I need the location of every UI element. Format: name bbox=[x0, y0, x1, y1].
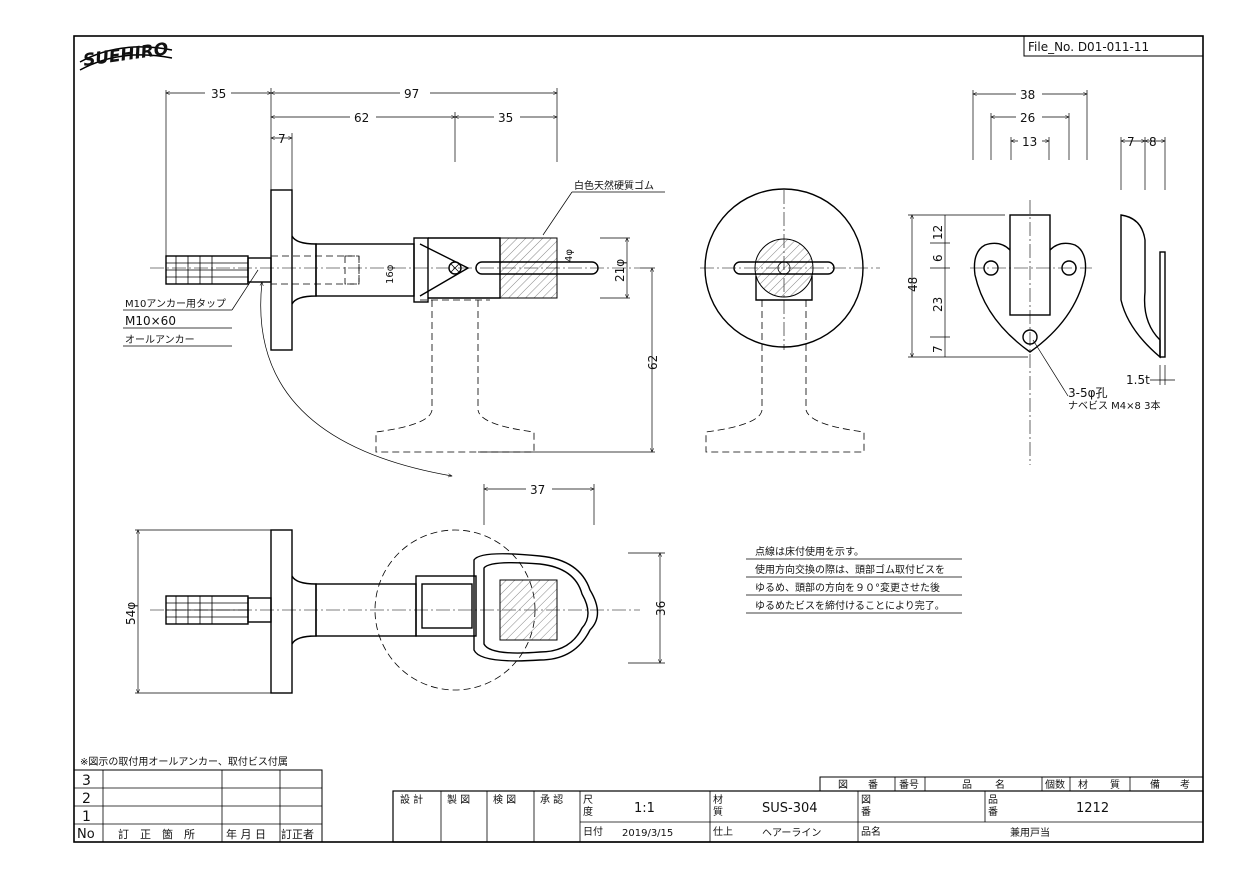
tb-head-9: 考 bbox=[1180, 779, 1190, 791]
callout-rubber: 白色天然硬質ゴム bbox=[574, 179, 654, 192]
dim-54: 54φ bbox=[124, 602, 138, 625]
notes: 点線は床付使用を示す。 使用方向交換の際は、頭部ゴム取付ビスを ゆるめ、頭部の方… bbox=[746, 545, 962, 614]
callout-tap: M10アンカー用タップ bbox=[125, 298, 226, 310]
dim-97: 97 bbox=[404, 87, 419, 101]
dim-35b: 35 bbox=[498, 111, 513, 125]
tb-scale-label-bot: 度 bbox=[583, 805, 593, 818]
rev-row-3: 3 bbox=[82, 773, 91, 789]
front-view bbox=[700, 188, 880, 453]
rev-header-person: 訂正者 bbox=[281, 827, 314, 841]
dim-37: 37 bbox=[530, 483, 545, 497]
tb-role-check: 検 図 bbox=[493, 793, 516, 806]
title-block: 図 番 番号 品 名 個数 材 質 備 考 設 計 製 図 検 図 承 認 尺 … bbox=[392, 776, 1204, 843]
note-line-1: 点線は床付使用を示す。 bbox=[755, 545, 864, 558]
rev-header-date: 年 月 日 bbox=[226, 827, 266, 841]
dim-26: 26 bbox=[1020, 111, 1035, 125]
note-line-2: 使用方向交換の際は、頭部ゴム取付ビスを bbox=[755, 563, 945, 576]
note-line-4: ゆるめたビスを締付けることにより完了。 bbox=[755, 599, 945, 612]
tb-role-approve: 承 認 bbox=[540, 793, 563, 806]
tb-item-label-top: 品 bbox=[988, 794, 998, 806]
side-view: 35 97 62 35 7 bbox=[123, 87, 665, 476]
dim-13: 13 bbox=[1022, 135, 1037, 149]
tb-role-draw: 製 図 bbox=[447, 793, 470, 806]
logo-text: SUEHIRO bbox=[82, 39, 170, 71]
tb-name-label: 品名 bbox=[861, 825, 881, 838]
dim-48: 48 bbox=[906, 277, 920, 292]
tb-item-no: 1212 bbox=[1076, 801, 1109, 816]
tb-head-4: 名 bbox=[995, 778, 1005, 791]
callout-screw: ナベビス M4×8 3本 bbox=[1068, 399, 1160, 412]
tb-head-7: 質 bbox=[1110, 778, 1120, 791]
dim-16: 16φ bbox=[385, 264, 396, 284]
note-line-3: ゆるめ、頭部の方向を９０°変更させた後 bbox=[755, 581, 940, 594]
dim-62v: 62 bbox=[646, 355, 660, 370]
tb-head-1: 番 bbox=[868, 779, 878, 791]
dim-38: 38 bbox=[1020, 88, 1035, 102]
top-view: 37 54φ 36 bbox=[124, 483, 668, 694]
rev-header-place: 訂 正 箇 所 bbox=[118, 827, 195, 841]
tb-head-6: 材 bbox=[1078, 778, 1088, 791]
plate-view: 38 26 13 48 12 6 23 7 3-5φ孔 ナベビス M4×8 3本 bbox=[906, 88, 1160, 465]
rev-row-2: 2 bbox=[82, 791, 91, 807]
tb-scale: 1:1 bbox=[634, 801, 655, 816]
dim-23: 23 bbox=[931, 297, 945, 312]
dim-62: 62 bbox=[354, 111, 369, 125]
tb-finish: ヘアーライン bbox=[762, 827, 821, 839]
dim-7c: 7 bbox=[931, 345, 945, 353]
dim-12: 12 bbox=[931, 225, 945, 240]
dim-8: 8 bbox=[1149, 135, 1157, 149]
tb-head-2: 番号 bbox=[899, 779, 919, 791]
tb-material-label-top: 材 bbox=[713, 793, 723, 806]
callout-hole: 3-5φ孔 bbox=[1068, 386, 1108, 400]
tb-date: 2019/3/15 bbox=[622, 828, 673, 839]
tb-date-label: 日付 bbox=[583, 825, 603, 838]
dim-7: 7 bbox=[278, 132, 286, 146]
tb-head-0: 図 bbox=[838, 779, 848, 791]
tb-head-3: 品 bbox=[962, 779, 972, 791]
dim-21: 21φ bbox=[613, 259, 627, 282]
suehiro-logo: SUEHIRO bbox=[79, 39, 173, 71]
dim-7b: 7 bbox=[1127, 135, 1135, 149]
file-no: File_No. D01-011-11 bbox=[1028, 40, 1149, 54]
dim-36: 36 bbox=[654, 601, 668, 616]
tb-head-5: 個数 bbox=[1045, 778, 1065, 791]
revision-table: 3 2 1 No 訂 正 箇 所 年 月 日 訂正者 bbox=[73, 769, 323, 843]
callout-m10: M10×60 bbox=[125, 314, 176, 328]
drawing-frame bbox=[73, 35, 1204, 843]
tb-finish-label: 仕上 bbox=[713, 825, 733, 838]
callout-anchor: オールアンカー bbox=[125, 334, 195, 346]
tb-material: SUS-304 bbox=[762, 801, 818, 816]
dim-15t: 1.5t bbox=[1126, 373, 1150, 387]
tb-drawing-label-top: 図 bbox=[861, 794, 871, 806]
tb-item-label-bot: 番 bbox=[988, 806, 998, 818]
dim-6: 6 bbox=[931, 254, 945, 262]
footnote: ※図示の取付用オールアンカー、取付ビス付属 bbox=[80, 755, 288, 768]
tb-material-label-bot: 質 bbox=[713, 805, 723, 818]
dim-35a: 35 bbox=[211, 87, 226, 101]
tb-name: 兼用戸当 bbox=[1010, 826, 1050, 839]
plate-profile: 7 8 1.5t bbox=[1120, 135, 1175, 387]
tb-drawing-label-bot: 番 bbox=[861, 806, 871, 818]
tb-role-design: 設 計 bbox=[400, 793, 423, 806]
tb-head-8: 備 bbox=[1150, 778, 1160, 791]
rev-row-1: 1 bbox=[82, 809, 91, 825]
rev-header-no: No bbox=[77, 827, 95, 842]
tb-scale-label-top: 尺 bbox=[583, 794, 593, 806]
dim-4: 4φ bbox=[564, 249, 575, 262]
